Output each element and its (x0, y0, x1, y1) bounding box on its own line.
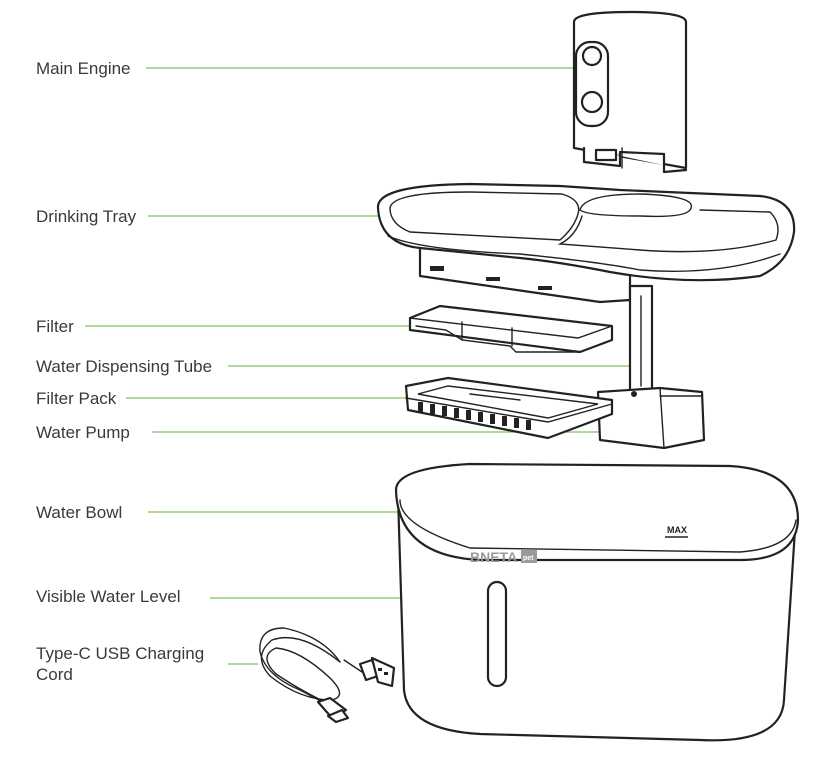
label-water-dispensing-tube: Water Dispensing Tube (36, 357, 213, 376)
filter-pack-part (404, 376, 614, 440)
water-dispensing-tube-part (628, 284, 654, 394)
label-main-engine: Main Engine (36, 59, 131, 78)
label-usb-cord: Type-C USB Charging Cord (36, 644, 205, 684)
brand-logo-text: BNETA (470, 549, 517, 565)
max-marking: MAX (667, 525, 687, 535)
usb-cord-part (259, 627, 396, 724)
filter-part (408, 304, 614, 354)
label-drinking-tray: Drinking Tray (36, 207, 137, 226)
brand-badge-text: pet (523, 555, 534, 562)
filter-pack-slots (418, 402, 531, 430)
water-pump-part (596, 386, 706, 450)
drinking-tray-part (376, 182, 796, 304)
label-water-pump: Water Pump (36, 423, 130, 442)
label-filter-pack: Filter Pack (36, 389, 117, 408)
label-water-bowl: Water Bowl (36, 503, 123, 522)
bowl-markings: MAX BNETA pet (470, 525, 688, 565)
main-engine-part (572, 10, 688, 174)
label-filter: Filter (36, 317, 74, 336)
water-bowl-part (394, 462, 800, 742)
label-visible-water-level: Visible Water Level (36, 587, 181, 606)
